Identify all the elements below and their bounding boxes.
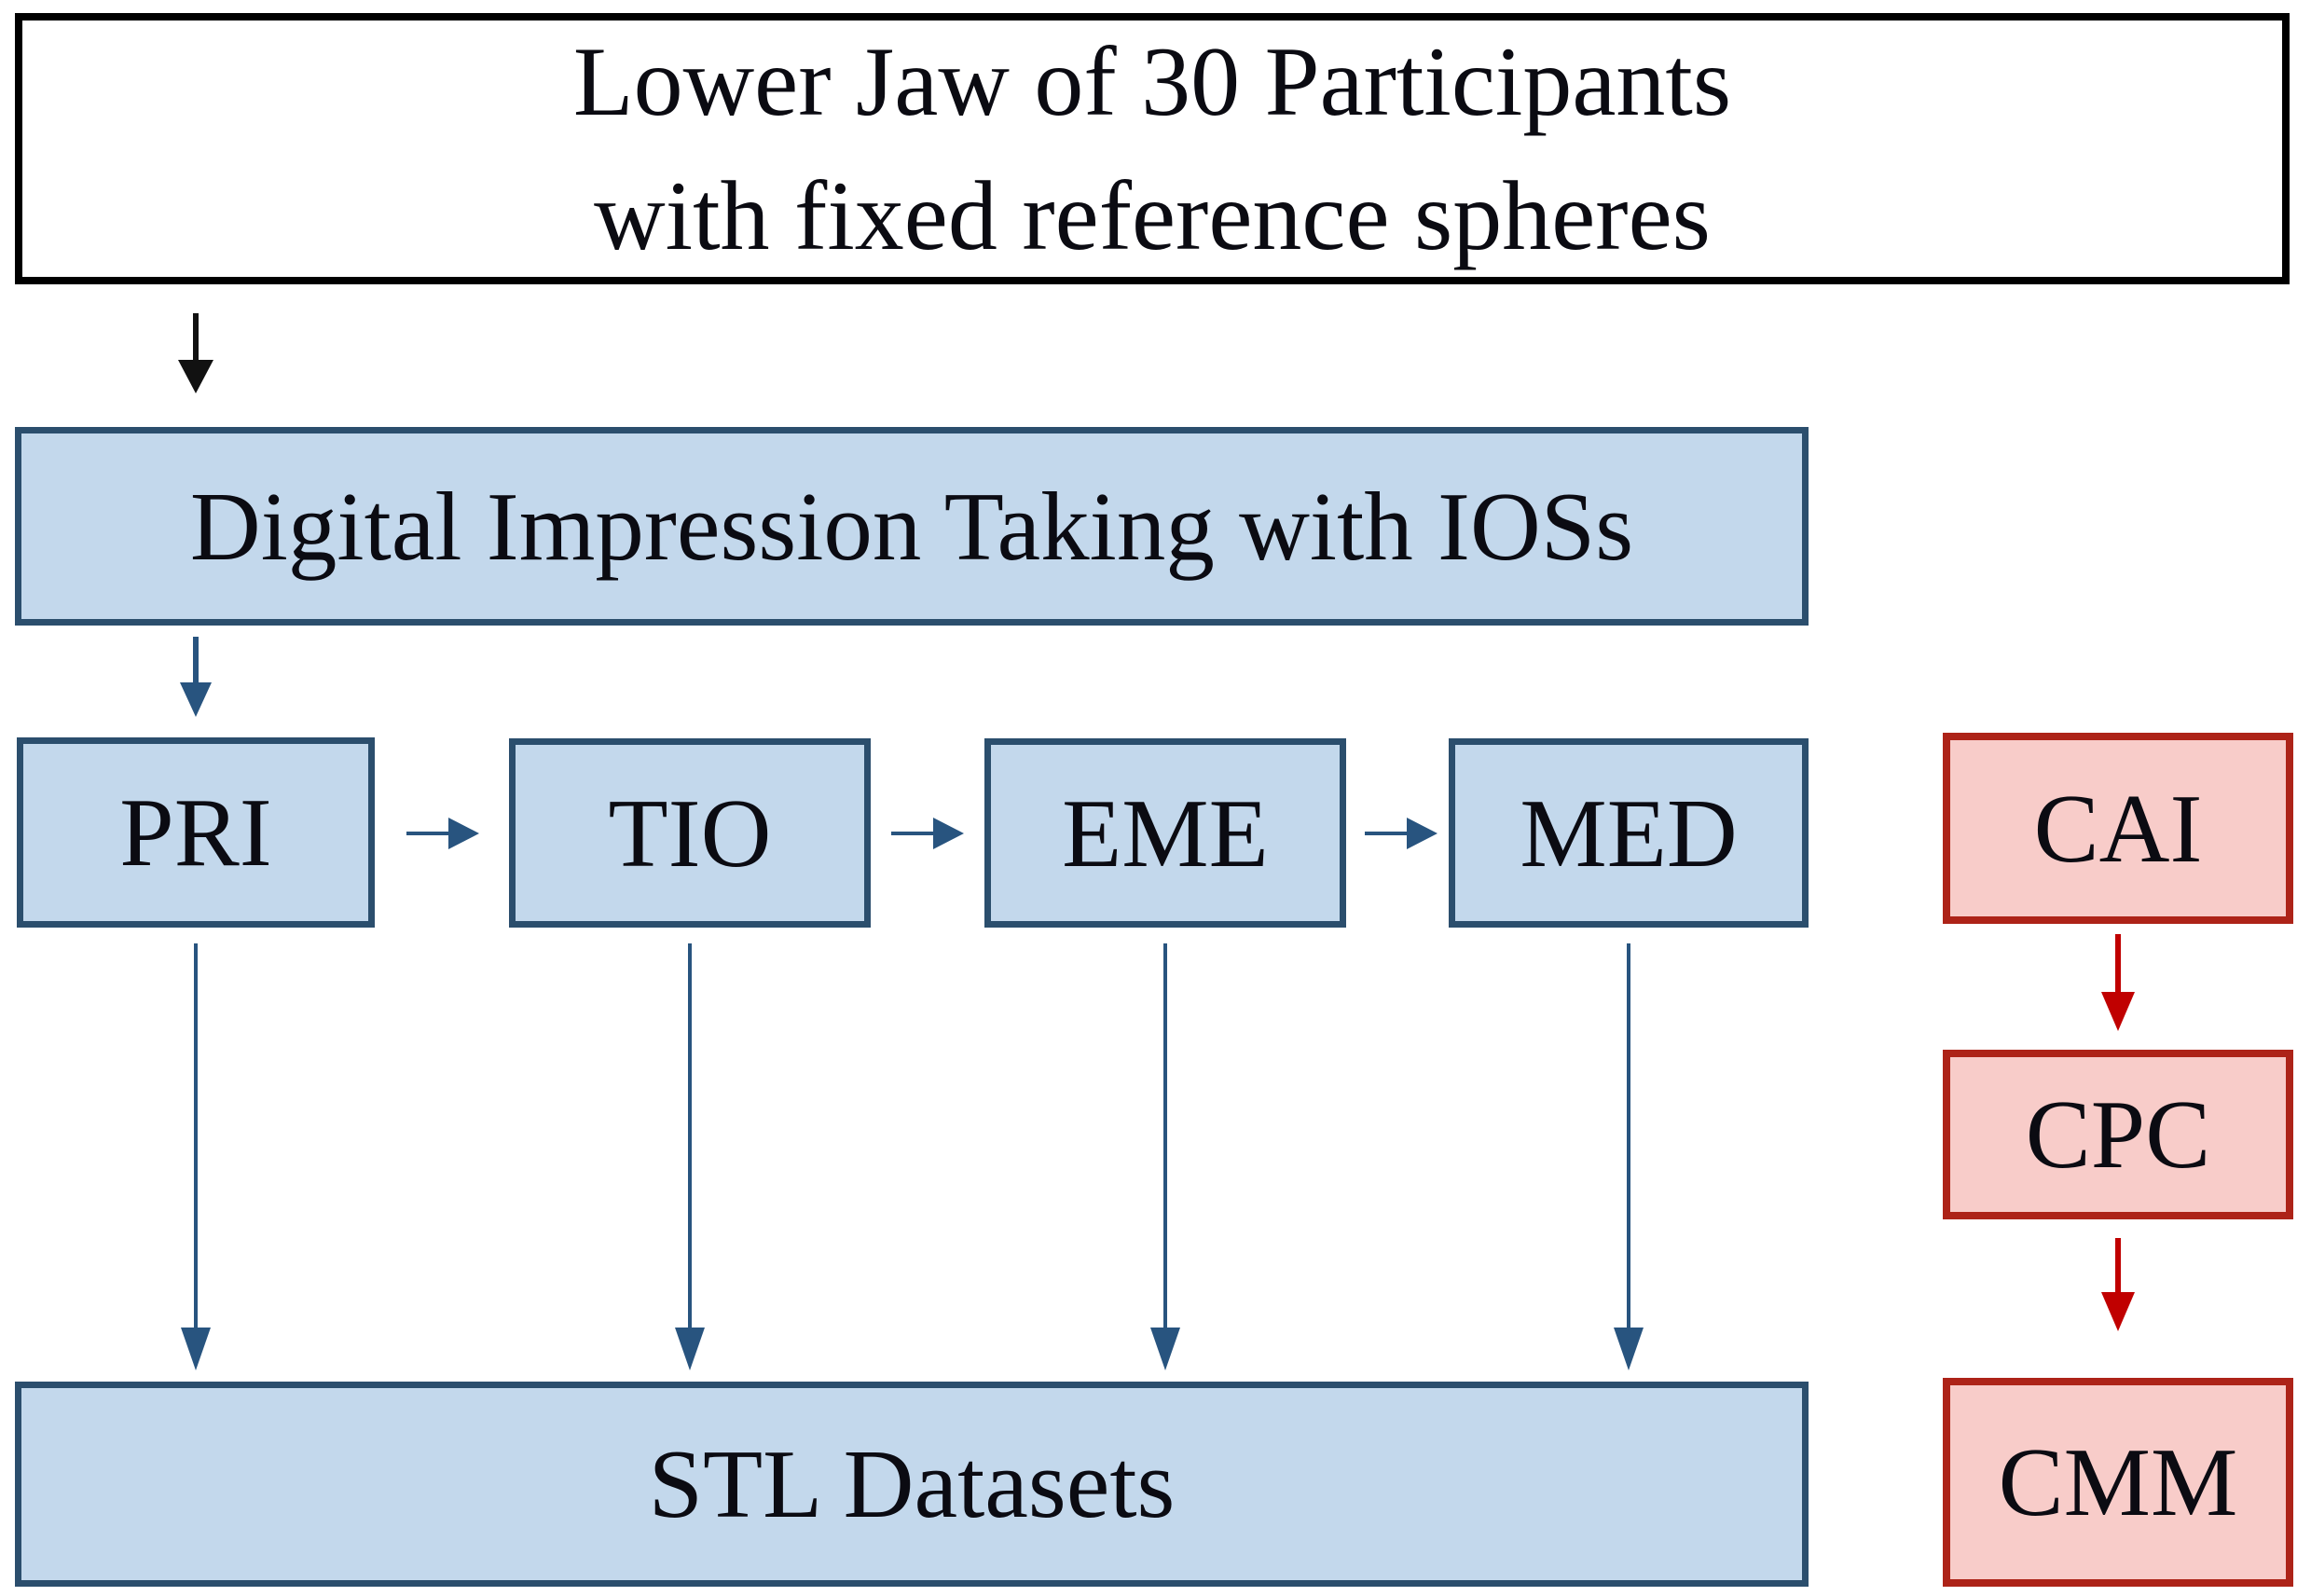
cpc-box: CPC (1943, 1050, 2293, 1219)
source-box-line1: Lower Jaw of 30 Participants (572, 26, 1732, 136)
cmm-box-label: CMM (1998, 1427, 2238, 1537)
source-box: Lower Jaw of 30 Participants with fixed … (15, 13, 2290, 284)
scanner-box-pri: PRI (17, 737, 375, 928)
scanner-box-eme: EME (984, 738, 1346, 928)
scanner-box-eme-label: EME (1062, 777, 1269, 887)
impression-box: Digital Impression Taking with IOSs (15, 427, 1809, 626)
cpc-box-label: CPC (2025, 1080, 2211, 1190)
scanner-box-tio: TIO (509, 738, 871, 928)
impression-box-label: Digital Impression Taking with IOSs (189, 471, 1634, 581)
stl-datasets-box: STL Datasets (15, 1382, 1809, 1587)
cmm-box: CMM (1943, 1378, 2293, 1587)
stl-datasets-label: STL Datasets (648, 1429, 1176, 1539)
scanner-box-med-label: MED (1520, 777, 1738, 887)
scanner-box-med: MED (1449, 738, 1809, 928)
cai-box: CAI (1943, 733, 2293, 924)
cai-box-label: CAI (2033, 773, 2203, 883)
scanner-box-pri-label: PRI (119, 777, 272, 887)
scanner-box-tio-label: TIO (608, 777, 772, 887)
source-box-line2: with fixed reference spheres (594, 160, 1711, 270)
